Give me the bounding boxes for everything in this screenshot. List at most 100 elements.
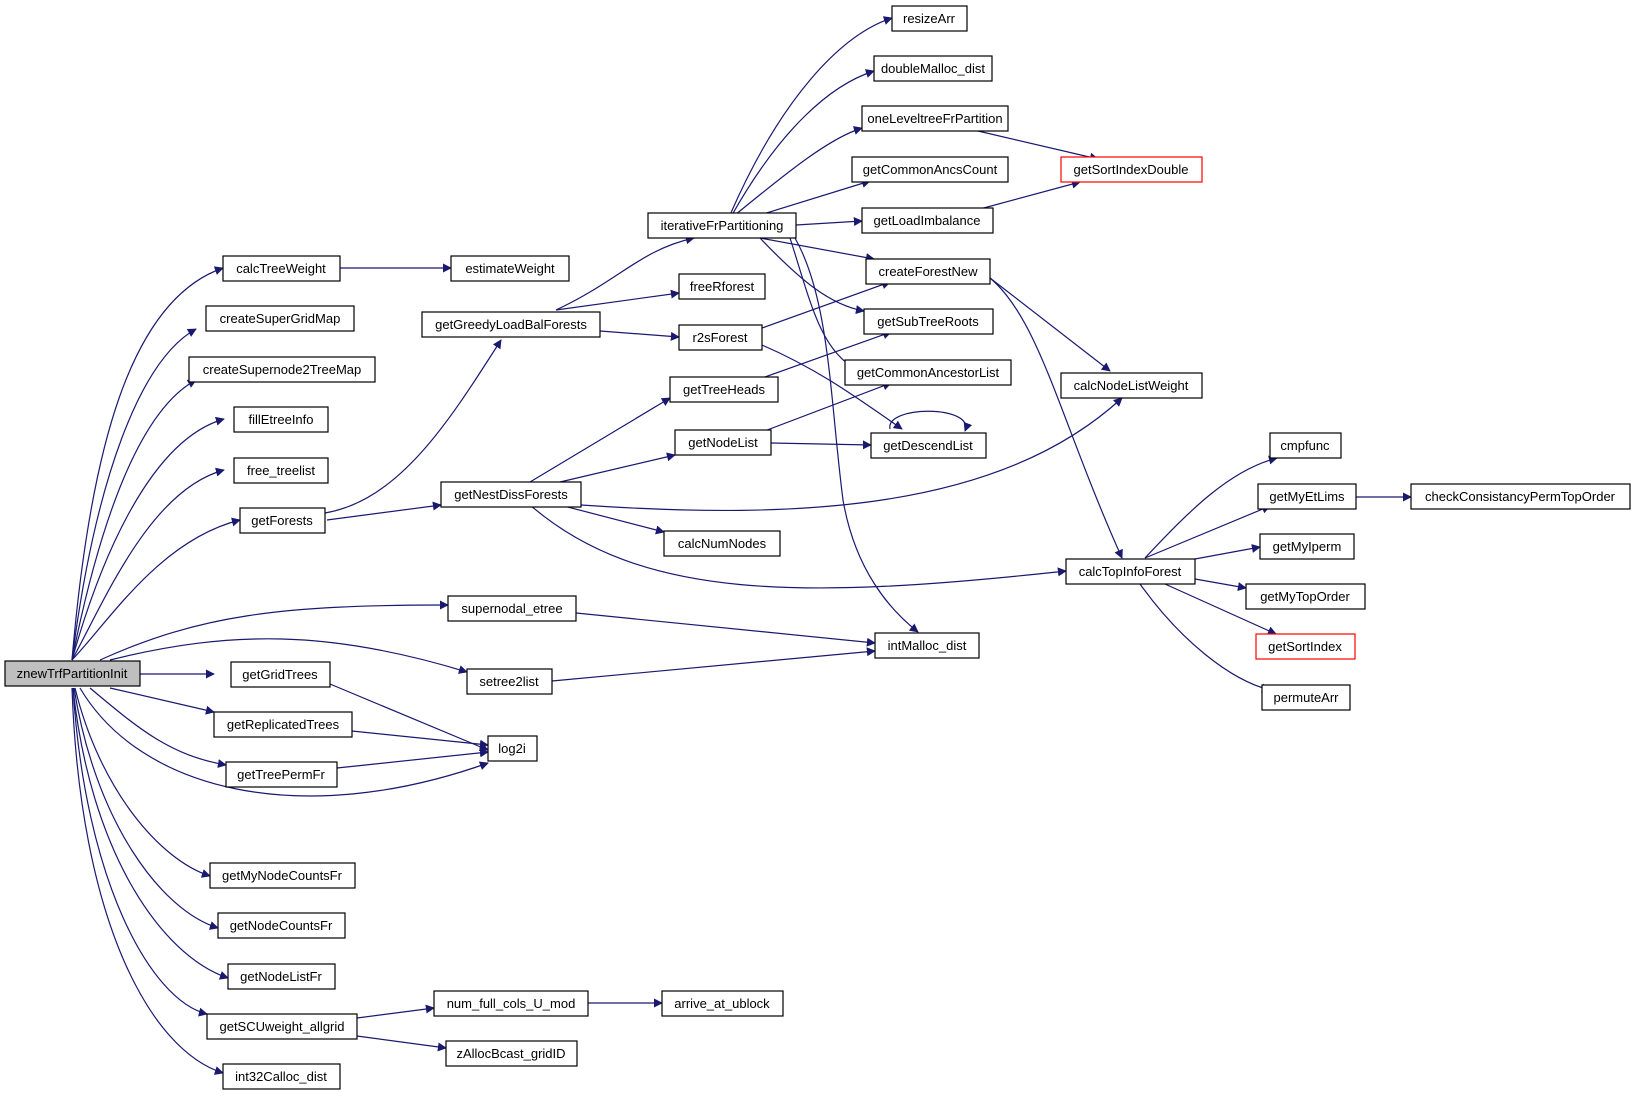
node-checkConsistancyPermTopOrder[interactable]: checkConsistancyPermTopOrder	[1410, 483, 1631, 510]
node-getDescendList[interactable]: getDescendList	[870, 432, 987, 459]
node-label: getNodeListFr	[240, 969, 322, 984]
node-r2sForest[interactable]: r2sForest	[678, 324, 763, 351]
edge-setree2list-intMalloc_dist	[551, 647, 876, 682]
edge-calcTopInfoForest-getSortIndex	[1164, 583, 1277, 635]
edge-getGridTrees-log2i	[329, 683, 489, 752]
node-label: zAllocBcast_gridID	[456, 1046, 565, 1061]
node-createSupernode2TreeMap[interactable]: createSupernode2TreeMap	[188, 356, 376, 383]
node-label: getCommonAncsCount	[863, 162, 998, 177]
edge-getGreedyLoadBalForests-iterativeFrPartitioning	[555, 235, 695, 311]
node-getTreePermFr[interactable]: getTreePermFr	[225, 761, 338, 788]
node-zAllocBcast_gridID[interactable]: zAllocBcast_gridID	[445, 1040, 578, 1067]
edge-getReplicatedTrees-log2i	[351, 730, 489, 749]
node-label: doubleMalloc_dist	[881, 61, 985, 76]
node-getNodeCountsFr[interactable]: getNodeCountsFr	[217, 912, 346, 939]
edge-createForestNew-calcNodeListWeight	[989, 277, 1111, 372]
node-calcTreeWeight[interactable]: calcTreeWeight	[222, 255, 341, 282]
node-free_treelist[interactable]: free_treelist	[233, 457, 329, 484]
node-supernodal_etree[interactable]: supernodal_etree	[447, 595, 577, 622]
edge-oneLeveltreeFrPartition-getSortIndexDouble	[977, 130, 1099, 162]
edge-iterativeFrPartitioning-doubleMalloc_dist	[731, 69, 875, 216]
node-label: intMalloc_dist	[888, 638, 967, 653]
node-getNodeListFr[interactable]: getNodeListFr	[227, 963, 336, 990]
edge-root-getNodeCountsFr	[73, 687, 219, 930]
edge-getNestDissForests-calcNodeListWeight	[580, 397, 1123, 512]
node-getReplicatedTrees[interactable]: getReplicatedTrees	[213, 711, 353, 738]
edge-getNodeList-getCommonAncestorList	[761, 381, 892, 433]
node-label: resizeArr	[903, 11, 956, 26]
node-getCommonAncsCount[interactable]: getCommonAncsCount	[851, 156, 1009, 183]
edge-calcTopInfoForest-permuteArr	[1139, 583, 1271, 693]
node-cmpfunc[interactable]: cmpfunc	[1269, 432, 1342, 459]
edge-supernodal_etree-intMalloc_dist	[575, 612, 876, 647]
edge-getTreePermFr-log2i	[336, 748, 489, 769]
node-label: getGreedyLoadBalForests	[435, 317, 587, 332]
node-label: znewTrfPartitionInit	[17, 666, 128, 681]
node-getNestDissForests[interactable]: getNestDissForests	[440, 481, 582, 508]
edge-root-free_treelist	[71, 467, 225, 661]
edge-getGreedyLoadBalForests-freeRforest	[555, 289, 680, 311]
node-oneLeveltreeFrPartition[interactable]: oneLeveltreeFrPartition	[861, 105, 1009, 132]
node-getSortIndex[interactable]: getSortIndex	[1255, 633, 1356, 660]
node-label: getNodeCountsFr	[230, 918, 333, 933]
node-iterativeFrPartitioning[interactable]: iterativeFrPartitioning	[647, 212, 797, 239]
node-label: setree2list	[479, 674, 539, 689]
node-permuteArr[interactable]: permuteArr	[1261, 684, 1351, 711]
edge-root-getTreePermFr	[89, 687, 227, 769]
node-getNodeList[interactable]: getNodeList	[674, 429, 772, 456]
node-getLoadImbalance[interactable]: getLoadImbalance	[861, 207, 994, 234]
node-label: log2i	[498, 741, 526, 756]
edge-iterativeFrPartitioning-getCommonAncestorList	[789, 237, 857, 370]
node-intMalloc_dist[interactable]: intMalloc_dist	[874, 632, 980, 659]
node-label: freeRforest	[690, 279, 755, 294]
node-calcNodeListWeight[interactable]: calcNodeListWeight	[1060, 372, 1203, 399]
node-log2i[interactable]: log2i	[487, 735, 538, 762]
node-label: calcNodeListWeight	[1074, 378, 1189, 393]
node-getMyIperm[interactable]: getMyIperm	[1259, 533, 1355, 560]
node-label: getMyTopOrder	[1260, 589, 1350, 604]
edge-calcTopInfoForest-cmpfunc	[1144, 455, 1278, 559]
node-int32Calloc_dist[interactable]: int32Calloc_dist	[222, 1063, 341, 1090]
node-calcNumNodes[interactable]: calcNumNodes	[663, 530, 781, 557]
node-num_full_cols_U_mod[interactable]: num_full_cols_U_mod	[433, 990, 589, 1017]
node-getGreedyLoadBalForests[interactable]: getGreedyLoadBalForests	[421, 311, 601, 338]
node-freeRforest[interactable]: freeRforest	[678, 273, 766, 300]
node-znewTrfPartitionInit[interactable]: znewTrfPartitionInit	[4, 660, 141, 687]
node-getMyEtLims[interactable]: getMyEtLims	[1257, 483, 1357, 510]
node-getMyNodeCountsFr[interactable]: getMyNodeCountsFr	[209, 862, 356, 889]
edge-root-getForests	[71, 517, 241, 661]
node-label: getSortIndexDouble	[1074, 162, 1189, 177]
node-label: getMyNodeCountsFr	[222, 868, 343, 883]
node-label: num_full_cols_U_mod	[447, 996, 576, 1011]
edge-getForests-getNestDissForests	[326, 501, 442, 521]
node-getSortIndexDouble[interactable]: getSortIndexDouble	[1060, 156, 1203, 183]
node-arrive_at_ublock[interactable]: arrive_at_ublock	[661, 990, 784, 1017]
node-createForestNew[interactable]: createForestNew	[865, 258, 991, 285]
edge-getDescendList-self	[889, 410, 973, 432]
node-setree2list[interactable]: setree2list	[466, 668, 553, 695]
node-getSubTreeRoots[interactable]: getSubTreeRoots	[863, 308, 994, 335]
edge-iterativeFrPartitioning-resizeArr	[729, 16, 893, 216]
edge-root-fillEtreeInfo	[71, 416, 225, 661]
node-label: permuteArr	[1273, 690, 1339, 705]
node-createSuperGridMap[interactable]: createSuperGridMap	[205, 305, 355, 332]
node-getTreeHeads[interactable]: getTreeHeads	[669, 376, 779, 403]
node-estimateWeight[interactable]: estimateWeight	[450, 255, 570, 282]
node-doubleMalloc_dist[interactable]: doubleMalloc_dist	[873, 55, 993, 82]
node-getForests[interactable]: getForests	[239, 507, 326, 534]
node-label: getNodeList	[688, 435, 758, 450]
node-label: calcTopInfoForest	[1079, 564, 1182, 579]
node-fillEtreeInfo[interactable]: fillEtreeInfo	[233, 406, 329, 433]
edge-iterativeFrPartitioning-oneLeveltreeFrPartition	[734, 126, 863, 216]
node-label: getCommonAncestorList	[857, 365, 1000, 380]
edge-root-calcTreeWeight	[71, 266, 224, 661]
node-resizeArr[interactable]: resizeArr	[891, 5, 968, 32]
node-calcTopInfoForest[interactable]: calcTopInfoForest	[1065, 558, 1196, 585]
node-getMyTopOrder[interactable]: getMyTopOrder	[1245, 583, 1366, 610]
node-getCommonAncestorList[interactable]: getCommonAncestorList	[844, 359, 1012, 386]
edge-root-createSupernode2TreeMap	[71, 379, 197, 661]
node-getGridTrees[interactable]: getGridTrees	[230, 661, 331, 688]
edge-r2sForest-getDescendList	[761, 344, 903, 430]
node-label: oneLeveltreeFrPartition	[867, 111, 1002, 126]
node-getSCUweight_allgrid[interactable]: getSCUweight_allgrid	[206, 1013, 358, 1040]
